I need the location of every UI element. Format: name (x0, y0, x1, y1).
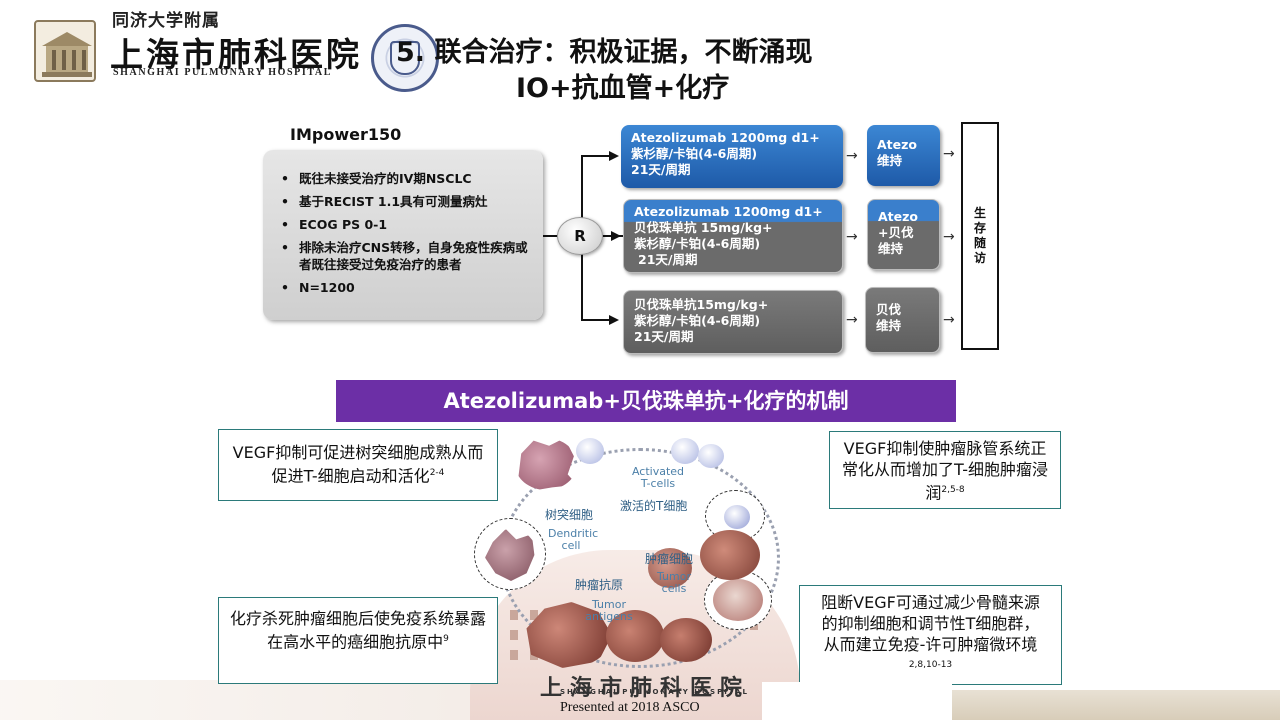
university-seal-icon (371, 24, 439, 92)
mechanism-note-chemo: 化疗杀死肿瘤细胞后使免疫系统暴露在高水平的癌细胞抗原中9 (218, 597, 498, 684)
watermark-hospital-name-english: SHANGHAI PULMONARY HOSPITAL (560, 688, 749, 696)
dendritic-cell-label-cn: 树突细胞 (545, 508, 594, 522)
background-patch (762, 682, 952, 720)
tumor-antigen-label-cn: 肿瘤抗原 (575, 578, 624, 592)
tumor-antigen-label-en: Tumor antigens (585, 598, 633, 623)
arrow-icon (609, 315, 619, 325)
watermark-hospital-name: 上海市肺科医院 (540, 675, 751, 701)
connector-line (581, 155, 609, 157)
tumor-mass-icon (700, 530, 760, 580)
endpoint-label: 生存随访 (973, 206, 986, 265)
hospital-name-english: SHANGHAI PULMONARY HOSPITAL (113, 67, 332, 78)
tumor-mass-icon (648, 548, 692, 588)
presentation-credit: Presented at 2018 ASCO (560, 700, 700, 715)
arrow-icon: → (846, 148, 858, 164)
tumor-mass-icon (526, 602, 612, 668)
randomization-node: R (557, 217, 603, 255)
arrow-icon: → (943, 229, 955, 245)
arrow-icon: → (943, 312, 955, 328)
hospital-name: 上海市肺科医院 (110, 35, 362, 74)
connector-line (543, 235, 559, 237)
arrow-icon (611, 231, 621, 241)
treatment-arm-c: 贝伐珠单抗15mg/kg+ 紫杉醇/卡铂(4-6周期) 21天/周期 (623, 290, 843, 354)
arrow-icon: → (846, 312, 858, 328)
tumor-cells-label-cn: 肿瘤细胞 (645, 552, 694, 566)
connector-line (581, 319, 609, 321)
treatment-arm-a: Atezolizumab 1200mg d1+ 紫杉醇/卡铂(4-6周期) 21… (621, 125, 843, 188)
tumor-mass-icon (606, 610, 664, 662)
activated-t-cell-icon (671, 438, 699, 464)
criteria-item: 排除未治疗CNS转移，自身免疫性疾病或者既往接受过免疫治疗的患者 (277, 239, 533, 273)
slide-title: 5. 联合治疗：积极证据，不断涌现 (396, 37, 813, 68)
arrow-icon: → (943, 146, 955, 162)
arrow-icon (609, 151, 619, 161)
maintenance-c: 贝伐 维持 (865, 287, 940, 353)
maintenance-b: Atezo +贝伐 维持 (867, 199, 940, 270)
hospital-affiliation: 同济大学附属 (112, 11, 220, 31)
tumor-mass-icon (660, 618, 712, 662)
survival-followup-box: 生存随访 (961, 122, 999, 350)
criteria-item: 既往未接受治疗的IV期NSCLC (277, 170, 533, 187)
mechanism-note-microenvironment: 阻断VEGF可通过减少骨髓来源的抑制细胞和调节性T细胞群，从而建立免疫-许可肿瘤… (799, 585, 1062, 685)
dendritic-cell-label-en: Dendritic cell (548, 527, 599, 552)
activated-tcells-label-cn: 激活的T细胞 (620, 499, 688, 513)
hospital-logo-emblem (34, 20, 96, 82)
arrow-icon: → (846, 229, 858, 245)
dendritic-cell-detail-icon (474, 518, 546, 590)
criteria-item: 基于RECIST 1.1具有可测量病灶 (277, 193, 533, 210)
eligibility-criteria-box: 既往未接受治疗的IV期NSCLC 基于RECIST 1.1具有可测量病灶 ECO… (263, 150, 543, 320)
mechanism-note-vascular: VEGF抑制使肿瘤脉管系统正常化从而增加了T-细胞肿瘤浸润2,5-8 (829, 431, 1061, 509)
activated-t-cell-icon (576, 438, 604, 464)
mechanism-note-dendritic: VEGF抑制可促进树突细胞成熟从而促进T-细胞启动和活化2-4 (218, 429, 498, 501)
maintenance-a: Atezo 维持 (867, 125, 940, 186)
slide-subtitle: IO+抗血管+化疗 (516, 73, 730, 104)
treatment-arm-b: Atezolizumab 1200mg d1+ 贝伐珠单抗 15mg/kg+ 紫… (623, 199, 843, 273)
dendritic-cell-cluster-icon (518, 438, 577, 490)
criteria-item: ECOG PS 0-1 (277, 216, 533, 233)
activated-tcells-label-en: Activated T-cells (631, 465, 685, 490)
background-strip (0, 680, 470, 720)
trial-name: IMpower150 (290, 125, 402, 144)
mechanism-banner: Atezolizumab+贝伐珠单抗+化疗的机制 (336, 380, 956, 422)
tumor-cells-label-en: Tumor cells (657, 570, 691, 595)
activated-t-cell-icon (698, 444, 724, 468)
criteria-item: N=1200 (277, 279, 533, 296)
tumor-cell-detail-icon (704, 570, 772, 630)
